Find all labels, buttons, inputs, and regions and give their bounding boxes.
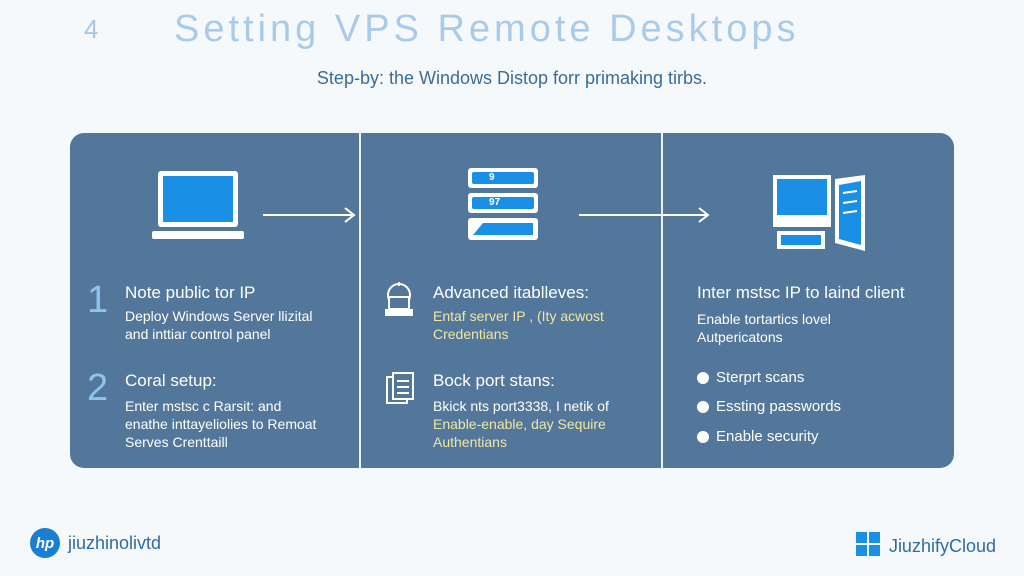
arrow-right-icon	[579, 205, 713, 230]
column-divider	[359, 133, 361, 468]
step-number: 2	[87, 367, 109, 409]
step-text-line: Autpericatons	[697, 329, 783, 345]
laptop-icon	[152, 167, 244, 252]
footer-left-brand: hp jiuzhinolivtd	[30, 528, 161, 558]
gear-server-icon	[381, 281, 417, 324]
arrow-right-icon	[263, 205, 359, 230]
bullet-text: Sterprt scans	[716, 369, 805, 386]
bullet-dot	[697, 400, 709, 413]
hp-logo: hp	[30, 528, 60, 558]
step-text-line: Authentians	[433, 434, 507, 450]
steps-panel: 1 Note public tor IP Deploy Windows Serv…	[70, 133, 954, 468]
step-heading: Note public tor IP	[125, 283, 256, 302]
column-step-3: Inter mstsc IP to laind client Enable to…	[663, 133, 954, 468]
column-step-1: 1 Note public tor IP Deploy Windows Serv…	[70, 133, 359, 468]
column-step-2: 9 97 Advanced itablleves: Entaf server I…	[361, 133, 710, 468]
left-brand-name: jiuzhinolivtd	[68, 532, 162, 553]
step-text-line: enathe inttayeliolies to Remoat	[125, 416, 317, 432]
step-text-line: Entaf server IP , (Ity acwost	[433, 308, 604, 324]
bullet-dot	[697, 430, 709, 443]
step-text-line: Serves Crenttaill	[125, 434, 228, 450]
page-subtitle: Step-by: the Windows Distop forr primaki…	[316, 68, 708, 88]
bullet-item: Essting passwords	[697, 398, 841, 415]
step-heading: Advanced itablleves:	[433, 283, 589, 302]
step-text-line: and inttiar control panel	[125, 326, 271, 342]
slide-number: 4	[84, 14, 100, 44]
step-heading: Bock port stans:	[433, 371, 555, 390]
step-text-line: Bkick nts port3338, I netik of	[433, 398, 609, 414]
bullet-dot	[697, 371, 709, 384]
bullet-item: Sterprt scans	[697, 369, 804, 386]
step-text-line: Enable-enable, day Sequire	[433, 416, 606, 432]
checklist-icon	[385, 371, 415, 410]
server-label: 9	[489, 172, 495, 183]
page-title: Setting VPS Remote Desktops	[174, 8, 800, 50]
right-brand-name: JiuzhifyCloud	[888, 536, 996, 556]
server-label: 97	[489, 197, 501, 208]
server-rack-icon: 9 97	[467, 167, 539, 248]
column-divider	[661, 133, 663, 468]
step-number: 1	[87, 279, 109, 321]
bullet-item: Enable security	[697, 428, 819, 445]
windows-logo-icon	[855, 532, 880, 561]
step-text-line: Enable tortartics lovel	[697, 311, 831, 327]
footer-right-brand: JiuzhifyCloud	[855, 532, 996, 561]
step-heading: Coral setup:	[125, 371, 217, 390]
step-text-line: Credentians	[433, 326, 509, 342]
desktop-computer-icon	[771, 173, 877, 258]
bullet-text: Enable security	[716, 428, 819, 445]
step-heading: Inter mstsc IP to laind client	[697, 283, 905, 302]
bullet-text: Essting passwords	[716, 398, 842, 415]
step-text-line: Enter mstsc c Rarsit: and	[125, 398, 282, 414]
step-text-line: Deploy Windows Server llizital	[125, 308, 313, 324]
